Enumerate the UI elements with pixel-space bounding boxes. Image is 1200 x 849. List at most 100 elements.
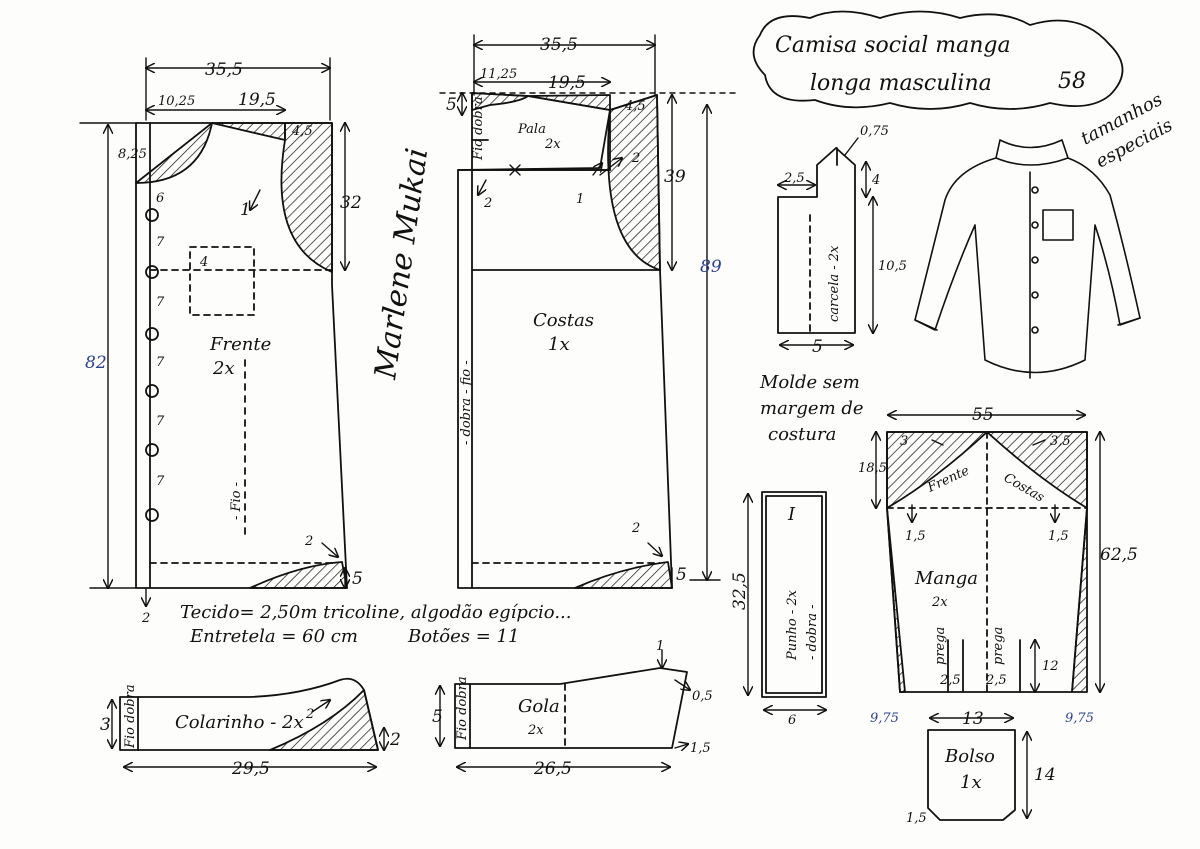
collar-tip: 0,5 [692, 689, 713, 704]
collar-height: 5 [432, 707, 443, 727]
title-line2: longa masculina [810, 71, 992, 96]
sleeve-qty: 2x [931, 595, 948, 610]
cuff-width: 6 [788, 713, 796, 728]
front-armhole: 32 [340, 193, 362, 213]
front-shoulder: 19,5 [238, 90, 276, 110]
sleeve-hem-right: 9,75 [1065, 711, 1094, 726]
sleeve-width: 55 [972, 405, 994, 425]
front-length: 82 [85, 353, 107, 373]
front-dimensions [79, 57, 345, 606]
sleeve-hem-left: 9,75 [870, 711, 899, 726]
back-yoke-point2: 2 [631, 151, 640, 166]
back-dimensions [439, 34, 741, 589]
note-line3: costura [768, 424, 836, 445]
back-width: 35,5 [540, 35, 578, 55]
back-piece [457, 92, 673, 589]
button-spacing-1: 6 [156, 191, 164, 206]
back-side-in: 2 [631, 521, 640, 536]
back-yoke-shoulder: 19,5 [548, 73, 586, 93]
back-yoke-depth: 5 [446, 95, 457, 115]
title-line1: Camisa social manga [775, 33, 1011, 58]
collar-fold: Fio dobra [455, 676, 470, 741]
back-qty: 1x [548, 334, 570, 355]
collar-band-name: Colarinho - 2x [175, 712, 304, 733]
yoke-fold: Fio dobra [471, 96, 486, 161]
front-width: 35,5 [205, 60, 243, 80]
placket-piece [777, 147, 856, 334]
sleeve-back-cap: 3,5 [1050, 434, 1071, 449]
sleeve-pleat2-label: prega [991, 627, 1006, 665]
collar-band-piece [119, 677, 379, 751]
sleeve-cap-point-front: 1,5 [905, 529, 926, 544]
pocket-piece [927, 729, 1016, 821]
back-point1: 1 [576, 192, 584, 207]
button-spacing-2: 7 [156, 235, 165, 250]
pocket-width: 13 [962, 709, 984, 729]
button-spacing-4: 7 [156, 355, 165, 370]
collar-tip2: 1,5 [690, 741, 711, 756]
button-spacing-3: 7 [156, 295, 165, 310]
interfacing-note: Entretela = 60 cm [189, 626, 358, 647]
cuff-name: Punho - 2x [785, 589, 800, 661]
back-armhole: 39 [664, 167, 686, 187]
signature: Marlene Mukai [368, 146, 435, 382]
front-shoulder-drop: 4,5 [291, 124, 313, 139]
collar-length: 26,5 [533, 759, 572, 779]
yoke-name: Pala [517, 122, 546, 137]
cuff-mark: I [787, 504, 796, 525]
back-grain: - dobra - fio - [459, 360, 474, 445]
front-side-in: 2 [304, 534, 313, 549]
collar-name: Gola [518, 696, 560, 717]
collar-band-fold: Fio dobra [123, 684, 138, 749]
pocket-qty: 1x [960, 772, 982, 793]
placket-step-h: 4 [871, 173, 880, 188]
pattern-number: 58 [1058, 69, 1086, 94]
placket-name: carcela - 2x [827, 245, 842, 322]
front-neck: 10,25 [158, 94, 195, 109]
collar-top: 1 [656, 639, 664, 654]
note-line1: Molde sem [759, 372, 860, 393]
collar-qty: 2x [527, 723, 544, 738]
cuff-fold: - dobra - [805, 605, 820, 661]
front-qty: 2x [212, 358, 235, 379]
pocket-name: Bolso [944, 746, 995, 767]
collar-band-rise: 2 [389, 730, 401, 750]
sleeve-cap-point-back: 1,5 [1048, 529, 1069, 544]
placket-dimensions [778, 137, 873, 345]
button-spacing-5: 7 [156, 414, 165, 429]
front-neck-depth: 8,25 [118, 147, 147, 162]
collar-band-height: 3 [100, 715, 111, 735]
front-grain: - Fio - [229, 482, 244, 520]
front-piece [135, 122, 348, 589]
title-cloud [752, 10, 1124, 110]
back-yoke-neck: 11,25 [480, 67, 517, 82]
back-shoulder-drop: 4,5 [624, 99, 646, 114]
button-spacing-6: 7 [156, 474, 165, 489]
placket-top: 0,75 [860, 124, 889, 139]
collar-band-dimensions [112, 700, 384, 767]
cuff-dimensions [748, 494, 826, 710]
sleeve-name: Manga [914, 568, 978, 589]
back-hem: 5 [676, 565, 687, 585]
back-point2: 2 [483, 196, 492, 211]
yoke-qty: 2x [544, 137, 561, 152]
sleeve-length: 62,5 [1100, 545, 1138, 565]
cuff-piece [761, 491, 827, 698]
sleeve-dimensions [876, 415, 1100, 692]
collar-band-tip: 2 [305, 707, 314, 722]
placket-length: 10,5 [878, 259, 907, 274]
back-length: 89 [700, 257, 722, 277]
placket-step: 2,5 [783, 171, 805, 186]
front-placket-mark: 2 [141, 611, 150, 626]
front-hem: 5 [352, 569, 363, 589]
placket-width: 5 [812, 337, 823, 357]
back-name: Costas [533, 310, 594, 331]
pocket-dimensions [930, 718, 1027, 818]
note-line2: margem de [760, 398, 864, 419]
collar-piece [454, 667, 688, 749]
sleeve-pleat-label: prega [933, 627, 948, 665]
sleeve-piece [886, 431, 1088, 693]
front-name: Frente [209, 334, 271, 355]
